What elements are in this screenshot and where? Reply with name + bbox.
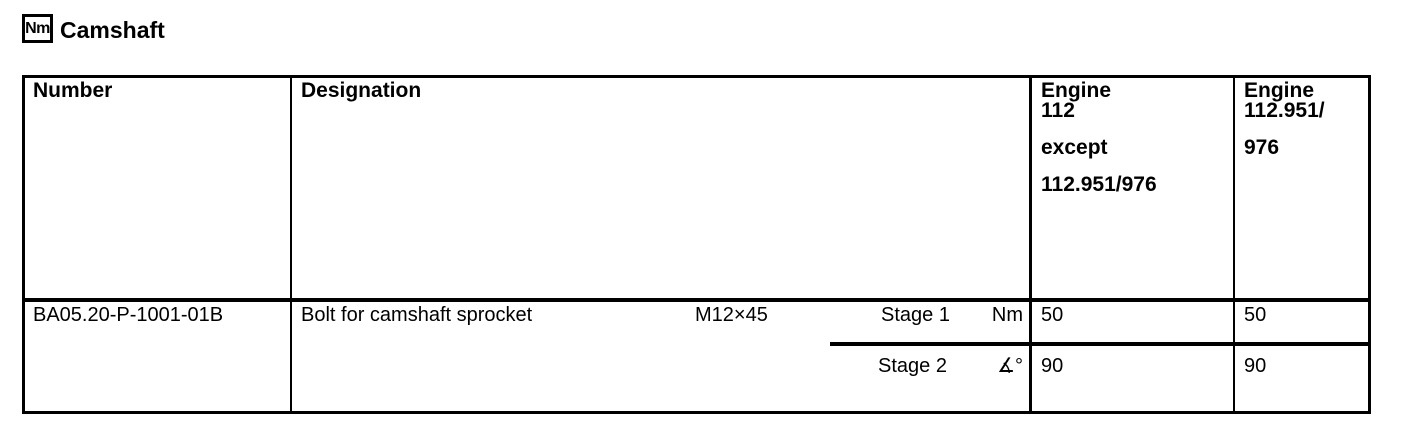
cell-number: BA05.20-P-1001-01B bbox=[33, 304, 224, 326]
stage2-unit: ∡° bbox=[997, 355, 1023, 377]
column-divider-number-designation bbox=[290, 78, 292, 411]
page-title: Camshaft bbox=[60, 17, 165, 43]
col-header-number: Number bbox=[33, 79, 113, 102]
column-divider-engine-a-engine-b bbox=[1233, 78, 1235, 411]
header-row-divider bbox=[25, 298, 1368, 302]
stage2-label: Stage 2 bbox=[878, 355, 947, 377]
cell-size: M12×45 bbox=[695, 304, 768, 326]
stage1-engine-b-value: 50 bbox=[1244, 304, 1267, 326]
stage-row-divider bbox=[830, 342, 1368, 346]
col-header-designation: Designation bbox=[301, 79, 422, 102]
stage1-engine-a-value: 50 bbox=[1041, 304, 1064, 326]
page-header: Nm Camshaft bbox=[22, 13, 165, 44]
torque-spec-table: Number Designation Engine 112 except 112… bbox=[22, 75, 1371, 414]
nm-torque-icon: Nm bbox=[22, 14, 53, 43]
stage2-engine-a-value: 90 bbox=[1041, 355, 1064, 377]
stage1-label: Stage 1 bbox=[881, 304, 950, 326]
stage2-engine-b-value: 90 bbox=[1244, 355, 1267, 377]
column-divider-designation-engine-a bbox=[1029, 78, 1032, 411]
cell-designation: Bolt for camshaft sprocket bbox=[301, 304, 533, 326]
stage1-unit: Nm bbox=[991, 304, 1023, 326]
